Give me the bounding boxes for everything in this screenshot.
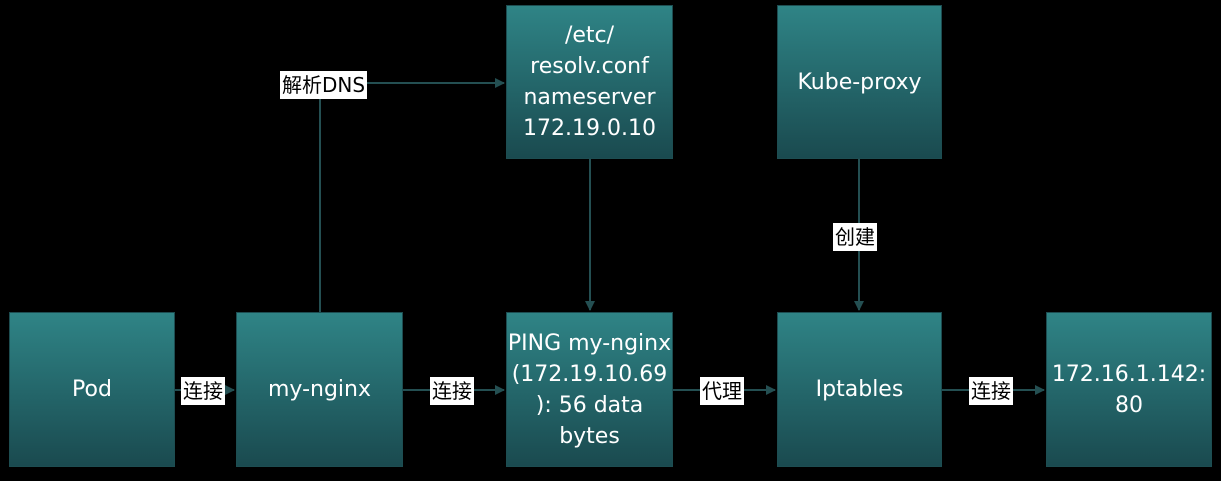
node-kube-proxy: Kube-proxy	[777, 5, 942, 159]
edge-resolve-dns	[319, 78, 505, 312]
node-pod: Pod	[9, 312, 175, 467]
node-target: 172.16.1.142: 80	[1046, 312, 1212, 467]
node-resolv-conf: /etc/ resolv.conf nameserver 172.19.0.10	[506, 5, 673, 159]
resolv-line-2: resolv.conf	[530, 54, 649, 79]
target-line-2: 80	[1115, 392, 1143, 418]
node-iptables-label: Iptables	[815, 377, 904, 402]
resolv-line-3: nameserver	[523, 85, 656, 110]
edge-label-nginx-to-ping: 连接	[430, 377, 474, 405]
node-kube-proxy-label: Kube-proxy	[797, 69, 922, 95]
ping-line-3: ): 56 data	[535, 392, 644, 418]
ping-line-4: bytes	[559, 423, 620, 449]
edge-label-kubeproxy-create: 创建	[833, 223, 877, 251]
target-line-1: 172.16.1.142:	[1051, 361, 1207, 387]
resolv-line-1: /etc/	[564, 23, 615, 48]
resolv-line-4: 172.19.0.10	[523, 116, 656, 141]
ping-line-1: PING my-nginx	[507, 330, 672, 356]
node-ping: PING my-nginx (172.19.10.69 ): 56 data b…	[506, 312, 673, 467]
node-pod-label: Pod	[72, 377, 112, 402]
edge-label-resolve-dns: 解析DNS	[280, 71, 368, 99]
node-iptables: Iptables	[777, 312, 942, 467]
node-my-nginx-label: my-nginx	[268, 377, 371, 402]
edge-label-pod-to-nginx: 连接	[181, 377, 225, 405]
edge-label-iptables-to-target: 连接	[969, 377, 1013, 405]
edge-label-ping-to-iptables: 代理	[700, 377, 744, 405]
ping-line-2: (172.19.10.69	[511, 361, 668, 387]
node-my-nginx: my-nginx	[236, 312, 403, 467]
